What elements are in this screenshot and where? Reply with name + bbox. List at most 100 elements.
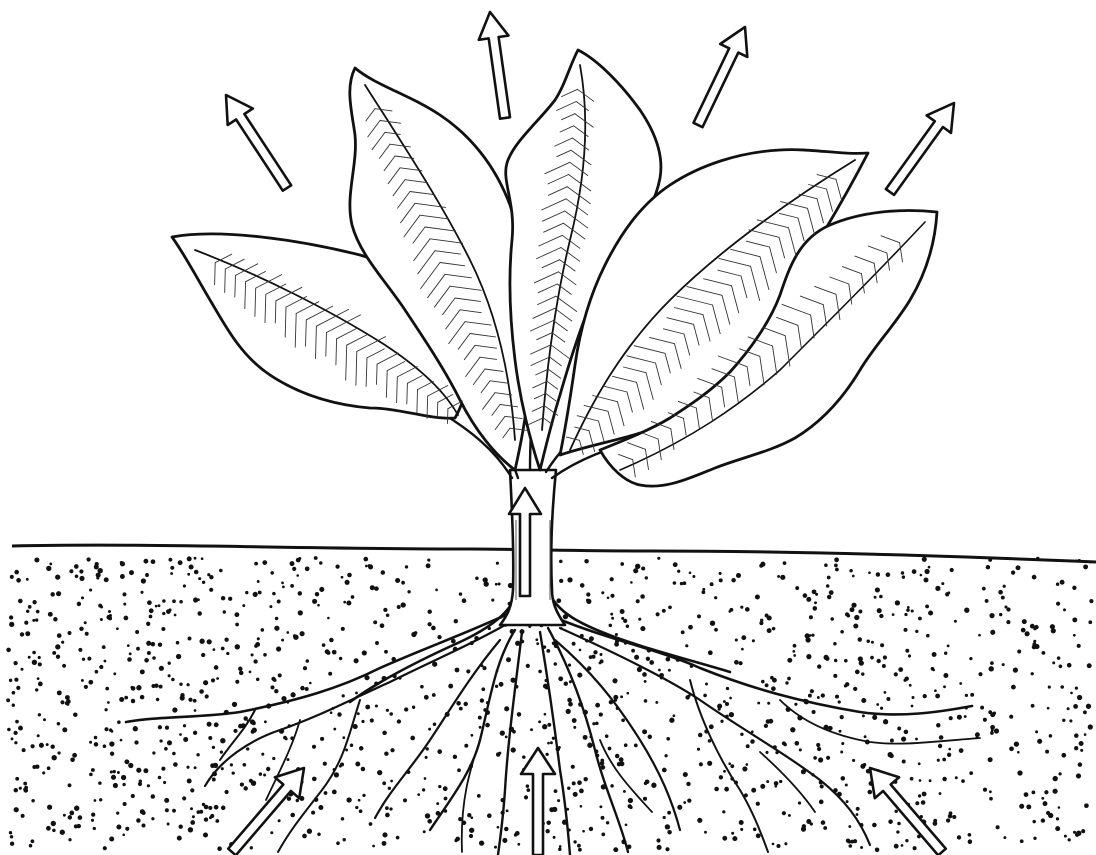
soil-dot	[1041, 818, 1045, 822]
soil-dot	[1074, 746, 1078, 750]
soil-dot	[48, 612, 53, 617]
arrow-right-up-icon	[886, 103, 954, 195]
soil-dot	[201, 557, 204, 560]
soil-dot	[495, 583, 498, 586]
soil-dot	[719, 775, 723, 779]
soil-dot	[621, 718, 625, 722]
soil-dot	[459, 707, 463, 711]
soil-dot	[31, 799, 34, 802]
soil-dot	[1058, 806, 1061, 809]
soil-dot	[164, 747, 168, 751]
soil-dot	[567, 787, 570, 790]
soil-dot	[298, 610, 303, 615]
soil-dot	[122, 783, 125, 786]
soil-dot	[16, 686, 20, 690]
soil-dot	[897, 727, 901, 731]
soil-dot	[827, 576, 831, 580]
soil-dot	[688, 625, 693, 630]
soil-dot	[1056, 817, 1059, 820]
soil-dot	[787, 677, 791, 681]
soil-dot	[1059, 664, 1063, 668]
soil-dot	[261, 753, 264, 756]
soil-dot	[767, 615, 772, 620]
soil-dot	[330, 711, 333, 714]
soil-dot	[179, 600, 183, 604]
soil-dot	[662, 609, 666, 613]
soil-dot	[858, 637, 862, 641]
soil-dot	[94, 565, 99, 570]
soil-dot	[818, 757, 823, 762]
soil-dot	[1048, 813, 1053, 818]
soil-dot	[922, 557, 927, 562]
soil-dot	[12, 691, 16, 695]
soil-dot	[23, 782, 27, 786]
soil-dot	[75, 574, 79, 578]
soil-dot	[1045, 750, 1049, 754]
soil-dot	[424, 777, 427, 780]
soil-dot	[610, 784, 614, 788]
soil-dot	[882, 664, 886, 668]
soil-dot	[290, 692, 295, 697]
soil-dot	[210, 763, 215, 768]
soil-dot	[673, 562, 678, 567]
soil-dot	[638, 618, 641, 621]
soil-dot	[1019, 804, 1024, 809]
soil-dot	[1014, 741, 1019, 746]
soil-dot	[915, 630, 918, 633]
soil-dot	[207, 722, 212, 727]
soil-dot	[214, 665, 219, 670]
soil-dot	[35, 618, 38, 621]
soil-dot	[902, 575, 905, 578]
soil-dot	[51, 821, 56, 826]
soil-dot	[750, 739, 754, 743]
soil-dot	[998, 590, 1003, 595]
soil-dot	[1006, 607, 1010, 611]
soil-dot	[886, 572, 891, 577]
soil-dot	[342, 694, 345, 697]
arrow-up-left-icon	[226, 95, 291, 191]
soil-dot	[771, 686, 776, 691]
soil-dot	[91, 819, 94, 822]
soil-dot	[79, 569, 83, 573]
soil-dot	[407, 590, 410, 593]
soil-dot	[892, 613, 895, 616]
soil-dot	[147, 600, 152, 605]
leaf-hatch-stroke	[225, 269, 226, 293]
soil-dot	[124, 616, 129, 621]
soil-dot	[10, 835, 13, 838]
soil-dot	[28, 605, 32, 609]
soil-dot	[833, 642, 837, 646]
soil-dot	[731, 578, 735, 582]
soil-dot	[732, 836, 737, 841]
soil-dot	[192, 815, 195, 818]
soil-dot	[817, 696, 820, 699]
soil-dot	[326, 651, 330, 655]
soil-dot	[894, 844, 899, 849]
soil-dot	[187, 779, 192, 784]
soil-dot	[852, 759, 855, 762]
soil-dot	[38, 656, 41, 659]
soil-dot	[100, 605, 103, 608]
soil-dot	[866, 640, 869, 643]
soil-dot	[319, 587, 324, 592]
soil-dot	[794, 703, 797, 706]
soil-dot	[714, 628, 718, 632]
soil-dot	[121, 775, 126, 780]
soil-dot	[235, 623, 239, 627]
soil-dot	[179, 683, 182, 686]
soil-dot	[584, 559, 589, 564]
soil-dot	[311, 811, 315, 815]
soil-dot	[943, 673, 948, 678]
soil-dot	[119, 697, 124, 702]
soil-dot	[1033, 627, 1036, 630]
soil-dot	[663, 816, 666, 819]
soil-dot	[648, 735, 653, 740]
soil-dot	[18, 599, 23, 604]
soil-dot	[889, 754, 894, 759]
soil-dot	[568, 664, 571, 667]
soil-dot	[197, 598, 200, 601]
soil-dot	[221, 806, 226, 811]
soil-dot	[156, 698, 159, 701]
soil-dot	[1013, 667, 1018, 672]
